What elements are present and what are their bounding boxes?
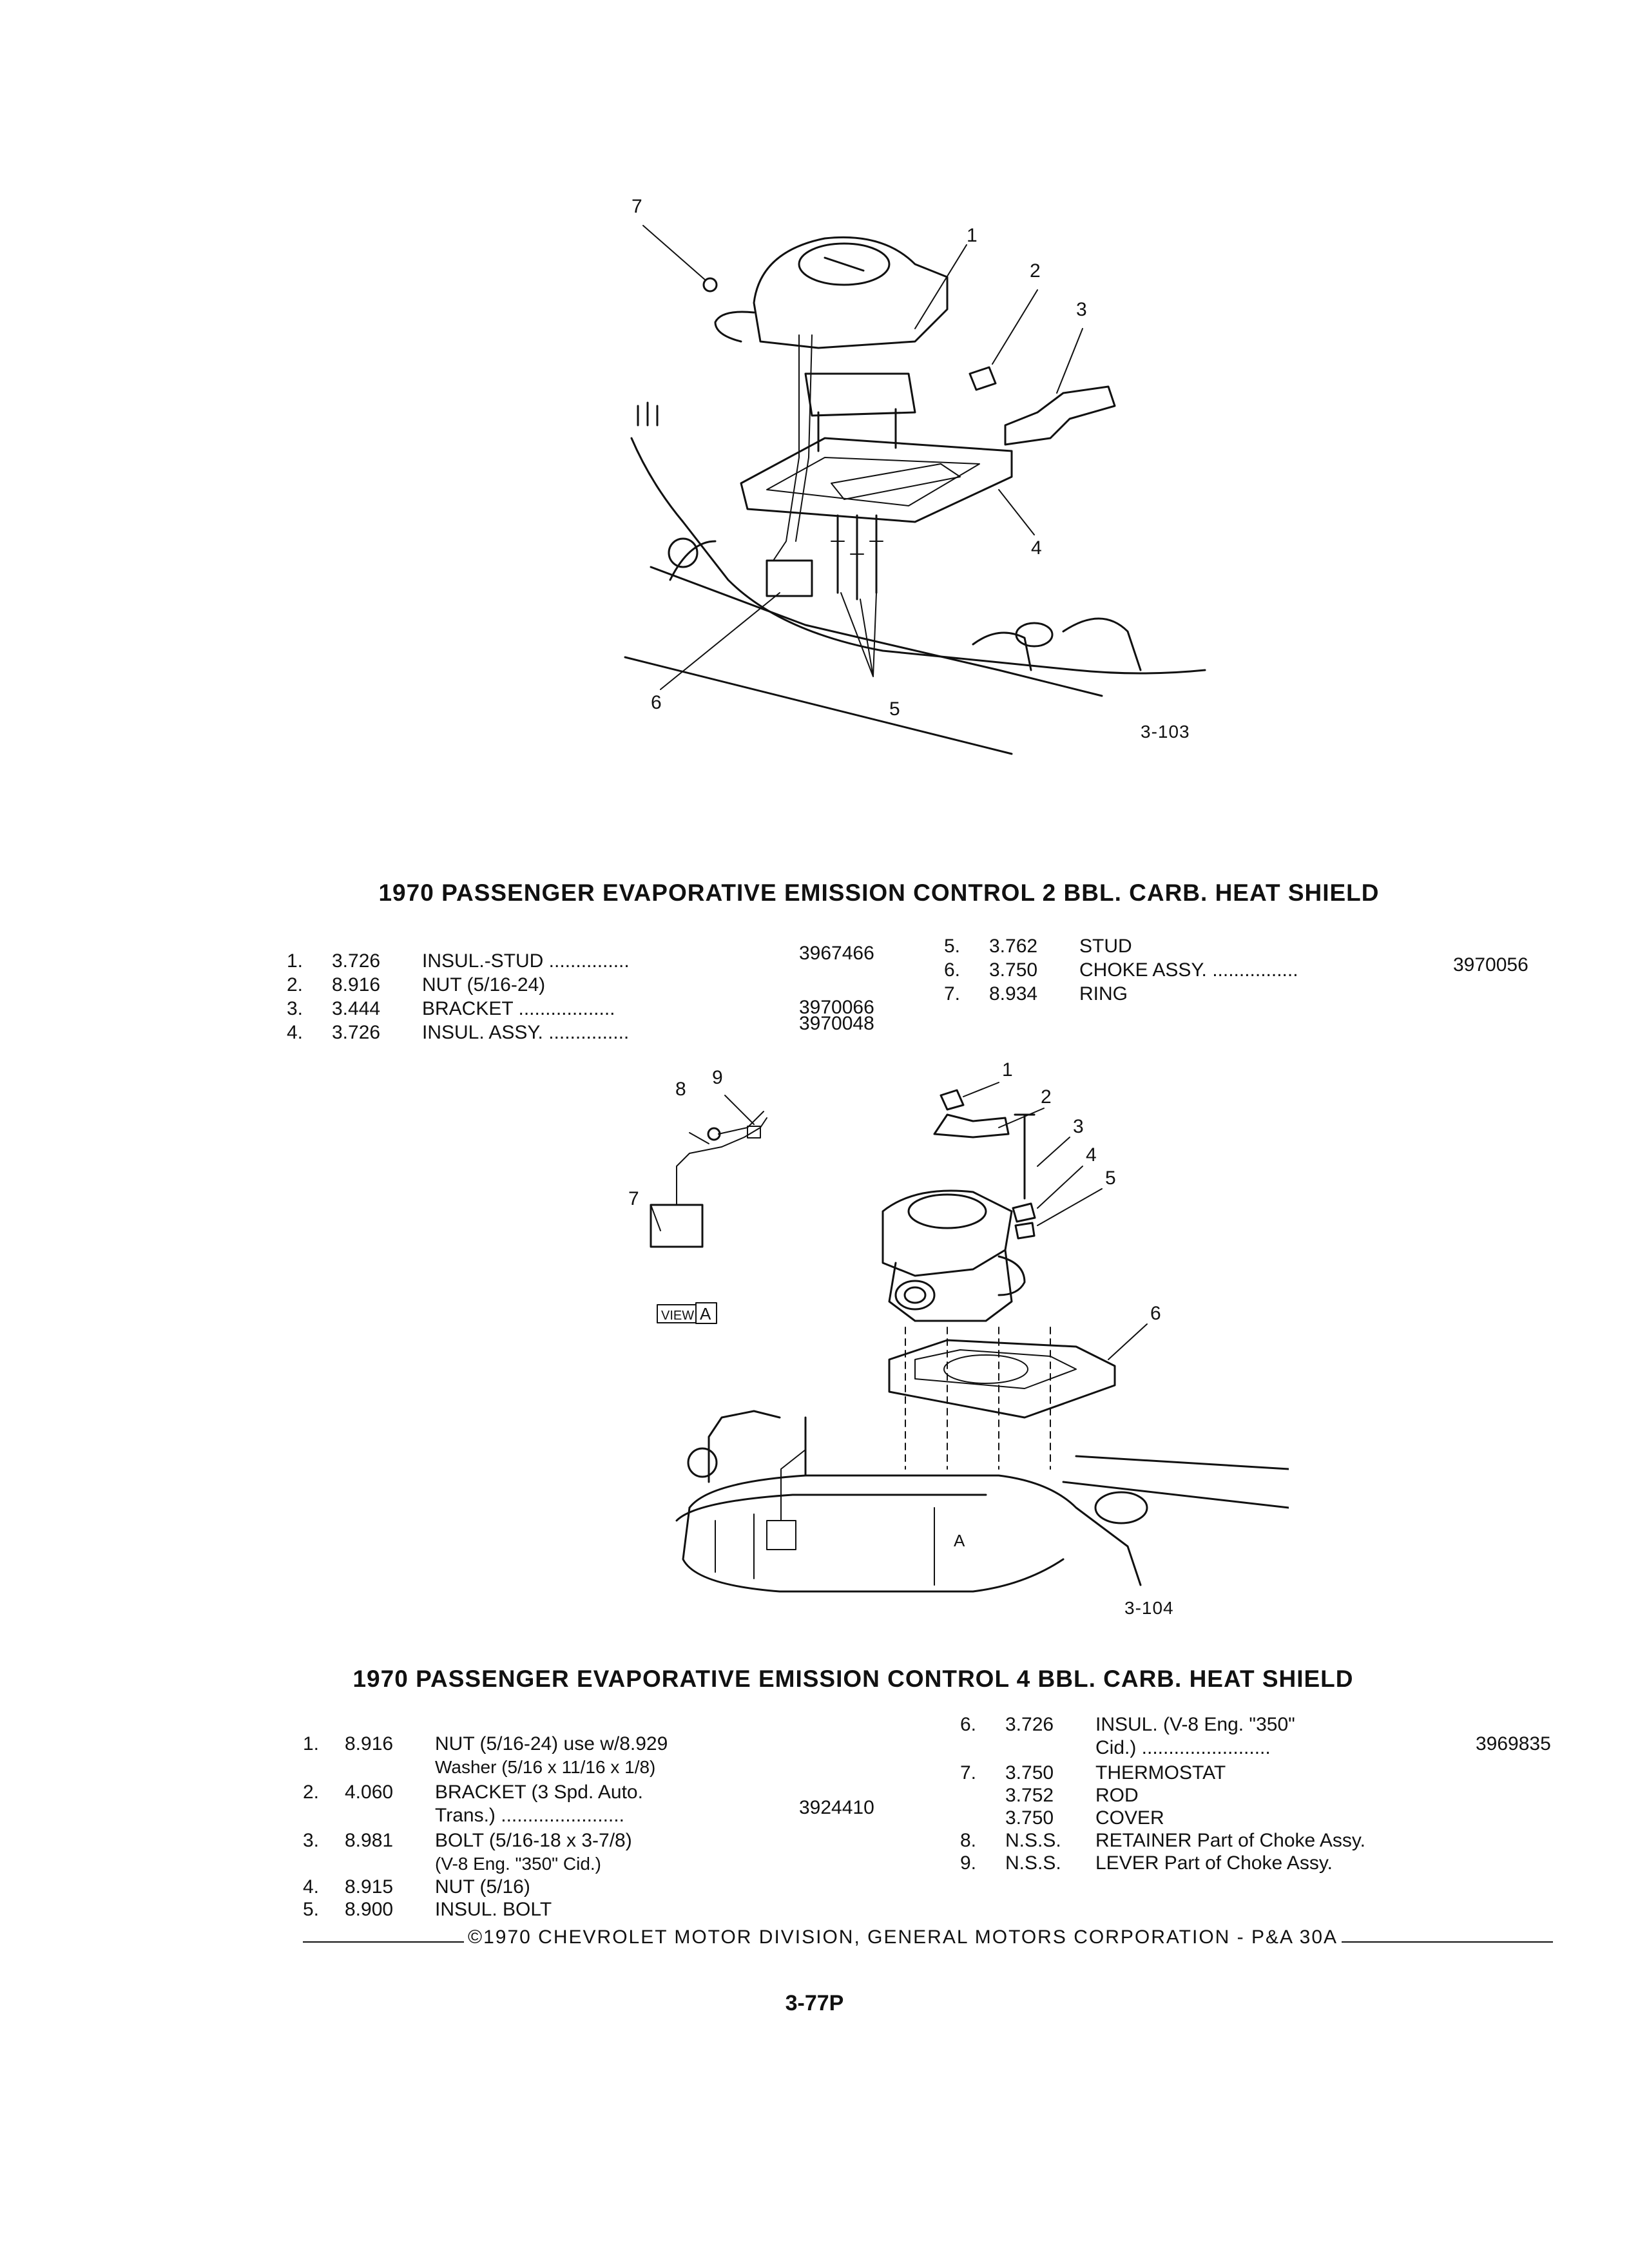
view-letter: A xyxy=(700,1304,711,1323)
footer-rule-left xyxy=(303,1941,464,1943)
copyright-text: ©1970 CHEVROLET MOTOR DIVISION, GENERAL … xyxy=(468,1927,1338,1948)
callout-1: 1 xyxy=(967,225,978,246)
footer-rule-right xyxy=(1342,1941,1553,1943)
callout-2: 2 xyxy=(1030,260,1041,282)
callout-3: 3 xyxy=(1073,1116,1084,1137)
copyright-footer: ©1970 CHEVROLET MOTOR DIVISION, GENERAL … xyxy=(303,1927,1553,1948)
callout-8: 8 xyxy=(675,1079,686,1100)
section-title-4bbl: 1970 PASSENGER EVAPORATIVE EMISSION CONT… xyxy=(352,1666,1354,1692)
figure-caption-3-103: 3-103 xyxy=(1141,722,1190,742)
callout-9: 9 xyxy=(712,1067,723,1088)
callout-6: 6 xyxy=(1150,1303,1161,1324)
view-label: VIEW xyxy=(661,1309,694,1323)
callout-7: 7 xyxy=(631,196,642,217)
section-title-2bbl: 1970 PASSENGER EVAPORATIVE EMISSION CONT… xyxy=(378,879,1380,906)
figure-4bbl-heat-shield: 1 2 3 4 5 6 7 8 9 VIEW A A xyxy=(612,1057,1289,1604)
callout-2: 2 xyxy=(1041,1086,1052,1108)
figure-caption-3-104: 3-104 xyxy=(1124,1598,1174,1618)
callout-1: 1 xyxy=(1002,1059,1013,1081)
callout-4: 4 xyxy=(1031,537,1042,559)
callout-7: 7 xyxy=(628,1188,639,1209)
engine-marker: A xyxy=(954,1531,965,1550)
callout-5: 5 xyxy=(1105,1168,1116,1189)
page-number: 3-77P xyxy=(785,1991,844,2015)
figure-2bbl-heat-shield: 7 1 2 3 4 6 5 xyxy=(612,180,1224,760)
callout-3: 3 xyxy=(1076,299,1087,320)
callout-5: 5 xyxy=(889,698,900,720)
callout-4: 4 xyxy=(1086,1144,1097,1166)
callout-6: 6 xyxy=(651,692,662,713)
